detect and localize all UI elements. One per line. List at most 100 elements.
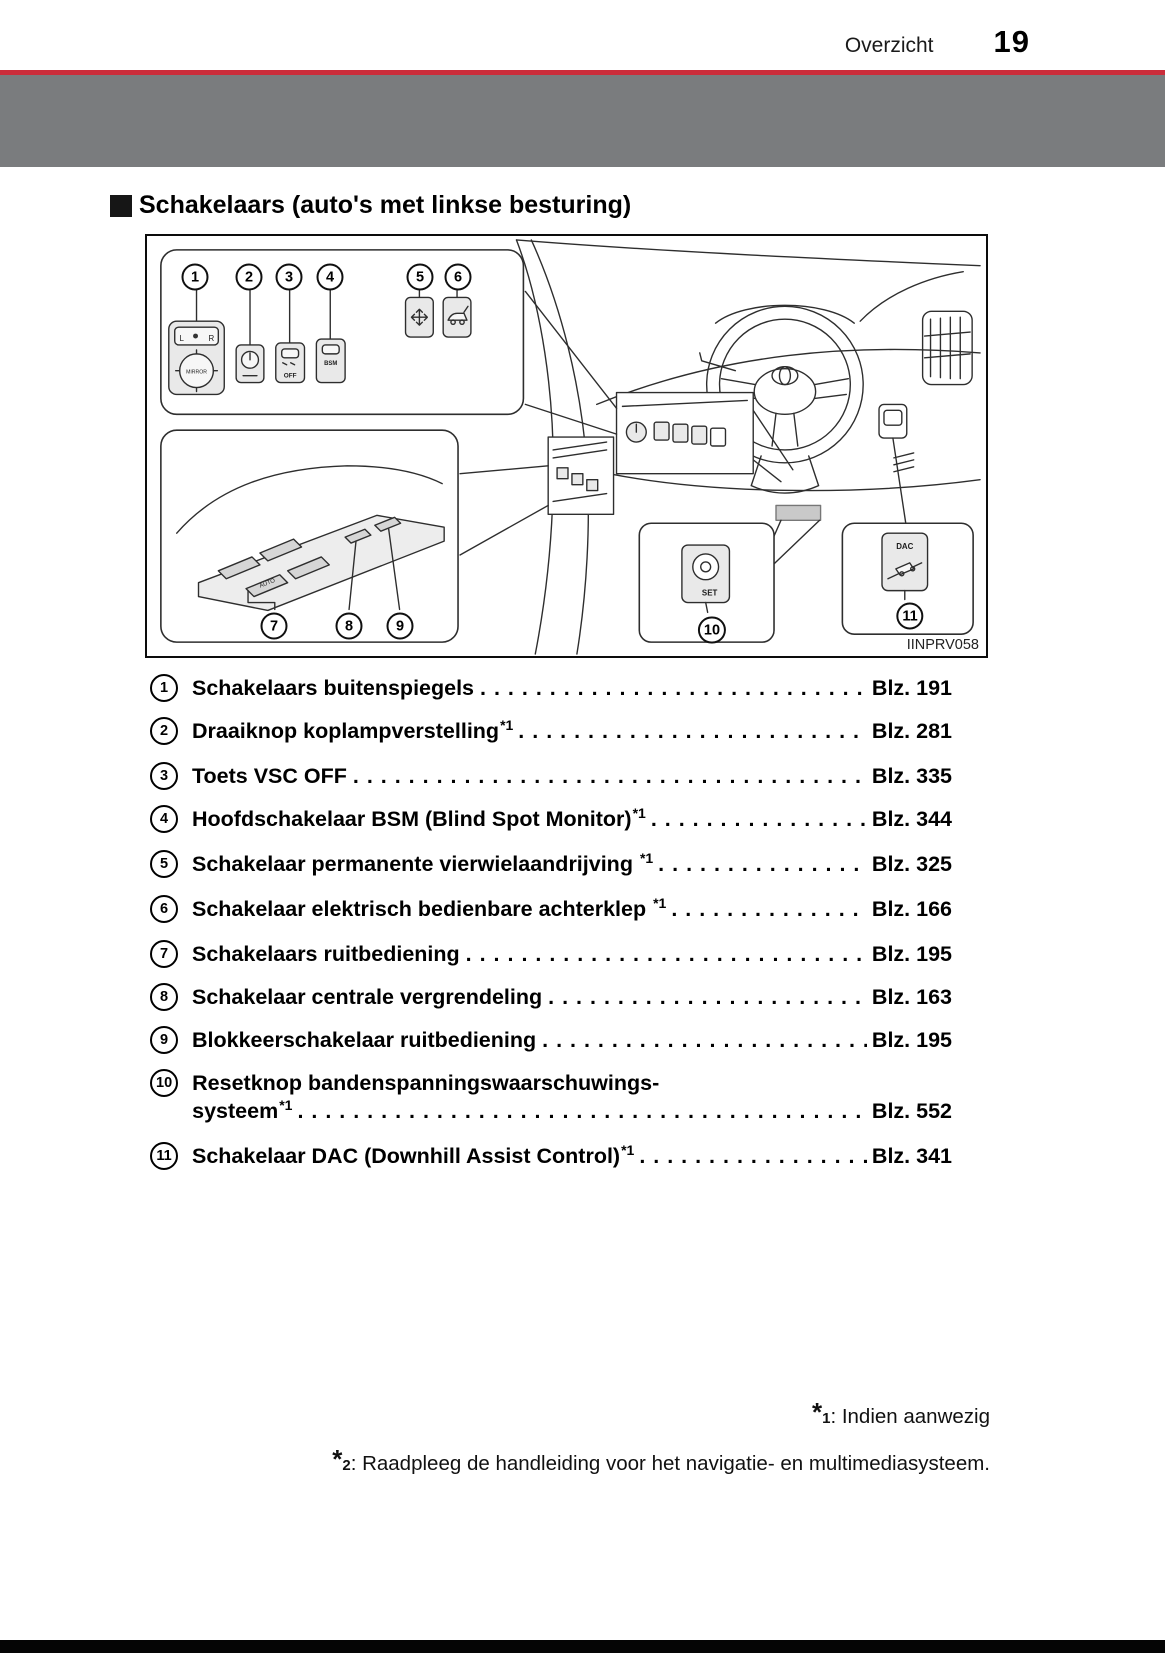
item-label: Hoofdschakelaar BSM (Blind Spot Monitor) (192, 807, 632, 831)
mirror-switch-drawing (168, 320, 225, 396)
item-page-ref: Blz. 195 (871, 942, 952, 966)
list-item: 1 Schakelaars buitenspiegels Blz. 191 (150, 674, 952, 702)
dac-switch-box (841, 522, 974, 635)
dashboard-illustration: L R MIRROR OFF BSM AUTO SET DAC (160, 239, 981, 655)
reset-dash-location (773, 504, 822, 565)
item-number-badge: 6 (150, 895, 178, 923)
item-number-badge: 1 (150, 674, 178, 702)
item-label: Schakelaar permanente vierwielaandrijvin… (192, 852, 639, 876)
item-number-badge: 9 (150, 1026, 178, 1054)
item-number-badge: 5 (150, 850, 178, 878)
footnote-index: 1 (822, 1410, 831, 1427)
header-section-label: Overzicht (844, 34, 934, 57)
item-number-badge: 3 (150, 762, 178, 790)
dot-leader (548, 983, 867, 1011)
dashboard-figure: L R MIRROR OFF BSM AUTO SET DAC 1 2 3 4 … (145, 234, 988, 658)
item-page-ref: Blz. 166 (871, 897, 952, 921)
bsm-switch-drawing (315, 338, 346, 384)
item-number-badge: 11 (150, 1142, 178, 1170)
item-footnote-marker: *1 (279, 1097, 293, 1113)
dash-switch-panel-box (160, 249, 525, 416)
auto-label: AUTO (259, 578, 277, 590)
dot-leader (353, 762, 867, 790)
item-footnote-marker: *1 (639, 850, 654, 866)
footnote-index: 2 (342, 1457, 351, 1474)
list-item: 10 Resetknop bandenspanningswaarschuwing… (150, 1069, 952, 1127)
set-label: SET (702, 589, 718, 598)
item-label: Schakelaar DAC (Downhill Assist Control) (192, 1144, 621, 1168)
window-switch-drawing (259, 538, 303, 562)
callout-1: 1 (181, 263, 209, 291)
door-box-pointer (459, 465, 549, 556)
header-rule (0, 70, 1165, 75)
list-item: 9 Blokkeerschakelaar ruitbediening Blz. … (150, 1026, 952, 1054)
list-item: 8 Schakelaar centrale vergrendeling Blz.… (150, 983, 952, 1011)
door-lock-switch-drawing (344, 528, 372, 544)
item-page-ref: Blz. 163 (871, 985, 952, 1009)
item-number-badge: 7 (150, 940, 178, 968)
power-back-door-switch-drawing (442, 296, 472, 338)
steering-wheel-drawing (699, 305, 864, 494)
footnote-star: * (811, 1397, 823, 1427)
item-label: Blokkeerschakelaar ruitbediening (192, 1028, 537, 1052)
chapter-band (0, 75, 1165, 167)
item-number-badge: 8 (150, 983, 178, 1011)
list-item: 11 Schakelaar DAC (Downhill Assist Contr… (150, 1142, 952, 1172)
item-label-line2: systeem (192, 1099, 279, 1123)
item-page-ref: Blz. 344 (871, 807, 952, 831)
item-page-ref: Blz. 191 (871, 676, 952, 700)
door-switch-zoom-inset (547, 436, 615, 516)
figure-labels: L R MIRROR OFF BSM AUTO SET DAC (179, 334, 913, 598)
mirror-label: MIRROR (186, 370, 207, 376)
list-item: 5 Schakelaar permanente vierwielaandrijv… (150, 850, 952, 880)
item-page-ref: Blz. 335 (871, 764, 952, 788)
callout-2: 2 (235, 263, 263, 291)
window-switch-drawing (217, 556, 261, 580)
dot-leader (639, 1142, 867, 1170)
callout-9: 9 (386, 612, 414, 640)
mirror-right-label: R (209, 334, 215, 343)
dot-leader (466, 940, 867, 968)
page-header: Overzicht 19 (0, 0, 1165, 70)
item-number-badge: 10 (150, 1069, 179, 1097)
callout-5: 5 (406, 263, 434, 291)
item-label: Schakelaar centrale vergrendeling (192, 985, 543, 1009)
item-label: Schakelaar elektrisch bedienbare achterk… (192, 897, 653, 921)
figure-caption: IINPRV058 (906, 637, 979, 653)
item-label: Draaiknop koplampverstelling (192, 719, 500, 743)
list-item: 4 Hoofdschakelaar BSM (Blind Spot Monito… (150, 805, 952, 835)
item-label: Schakelaars ruitbediening (192, 942, 460, 966)
reset-switch-box (638, 522, 775, 643)
door-panel-box (160, 429, 459, 643)
callout-4: 4 (316, 263, 344, 291)
item-label: Resetknop bandenspanningswaarschuwings- (192, 1071, 660, 1095)
item-page-ref: Blz. 281 (871, 719, 952, 743)
item-page-ref: Blz. 325 (871, 852, 952, 876)
page-number: 19 (993, 24, 1030, 59)
footnote-text: : Raadpleeg de handleiding voor het navi… (350, 1452, 990, 1475)
callout-3: 3 (275, 263, 303, 291)
list-item: 6 Schakelaar elektrisch bedienbare achte… (150, 895, 952, 925)
list-item: 7 Schakelaars ruitbediening Blz. 195 (150, 940, 952, 968)
callout-8: 8 (335, 612, 363, 640)
bsm-label: BSM (324, 361, 337, 367)
callout-10: 10 (697, 616, 727, 644)
item-footnote-marker: *1 (621, 1142, 635, 1158)
section-title-text: Schakelaars (auto's met linkse besturing… (139, 191, 632, 219)
vsc-off-switch-drawing (275, 342, 306, 384)
dac-dash-location (878, 403, 915, 524)
switch-list: 1 Schakelaars buitenspiegels Blz. 191 2 … (150, 674, 952, 1172)
dot-leader (518, 717, 867, 745)
section-bullet-square (110, 194, 132, 217)
dot-leader (658, 850, 867, 878)
item-page-ref: Blz. 195 (871, 1028, 952, 1052)
footnote-2: *2: Raadpleeg de handleiding voor het na… (332, 1439, 990, 1486)
item-footnote-marker: *1 (500, 717, 514, 733)
item-footnote-marker: *1 (632, 805, 646, 821)
item-label: Toets VSC OFF (192, 764, 347, 788)
item-label: Schakelaars buitenspiegels (192, 676, 475, 700)
top-box-pointer (524, 290, 618, 435)
vsc-off-label: OFF (284, 373, 297, 380)
dac-label: DAC (896, 542, 913, 551)
